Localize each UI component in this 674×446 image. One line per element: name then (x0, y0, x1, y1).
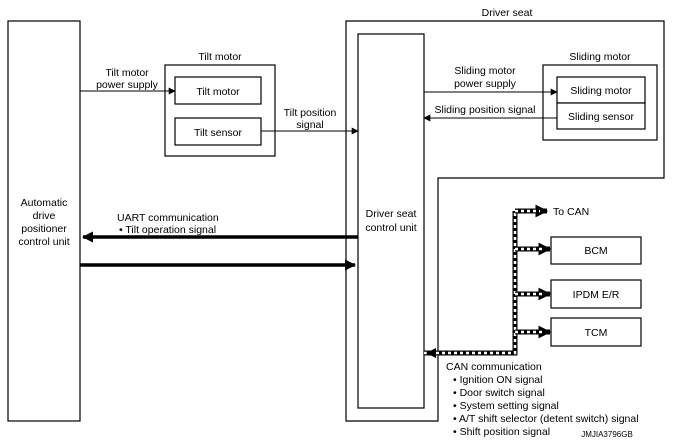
can-item-4: • A/T shift selector (detent switch) sig… (453, 413, 639, 425)
figure-code: JMJIA3796GB (581, 430, 633, 439)
sliding-power-label-1: Sliding motor (454, 65, 516, 77)
tilt-motor-label: Tilt motor (196, 86, 240, 98)
ipdm-box (550, 279, 642, 309)
tilt-sensor-box (174, 117, 262, 146)
uart-label-2: • Tilt operation signal (119, 224, 216, 236)
tcm-label: TCM (585, 327, 608, 339)
sliding-group-label: Sliding motor (569, 51, 631, 63)
sliding-position-label: Sliding position signal (435, 104, 536, 116)
can-item-1: • Ignition ON signal (453, 374, 542, 386)
tilt-position-label-2: signal (296, 119, 323, 131)
auto-unit-line-4: control unit (18, 236, 69, 248)
driver-seat-unit-line-2: control unit (365, 222, 416, 234)
tilt-group-label: Tilt motor (198, 51, 242, 63)
driver-seat-group-label: Driver seat (482, 7, 533, 19)
sliding-motor-label: Sliding motor (570, 85, 632, 97)
can-item-3: • System setting signal (453, 400, 559, 412)
driver-seat-control-unit (357, 33, 425, 409)
tcm-box (550, 317, 642, 347)
can-bus (424, 204, 552, 358)
tilt-power-label-2: power supply (96, 79, 159, 91)
bcm-box (550, 236, 642, 265)
can-item-2: • Door switch signal (453, 387, 545, 399)
uart-label-1: UART communication (117, 212, 219, 224)
sliding-motor-box (556, 76, 646, 104)
tilt-power-label-1: Tilt motor (105, 67, 149, 79)
tilt-position-label-1: Tilt position (284, 107, 337, 119)
can-title: CAN communication (446, 361, 542, 373)
sliding-power-label-2: power supply (454, 78, 517, 90)
driver-seat-unit-line-1: Driver seat (366, 208, 417, 220)
ipdm-label: IPDM E/R (573, 289, 620, 301)
bcm-label: BCM (584, 245, 607, 257)
to-can-label: To CAN (553, 206, 589, 218)
sliding-sensor-box (556, 102, 646, 130)
tilt-sensor-label: Tilt sensor (194, 127, 243, 139)
auto-unit-line-3: positioner (21, 223, 67, 235)
auto-unit-line-1: Automatic (21, 197, 68, 209)
can-item-5: • Shift position signal (453, 426, 550, 438)
auto-unit-line-2: drive (33, 210, 56, 222)
sliding-sensor-label: Sliding sensor (568, 111, 634, 123)
auto-drive-positioner-unit (7, 20, 81, 422)
